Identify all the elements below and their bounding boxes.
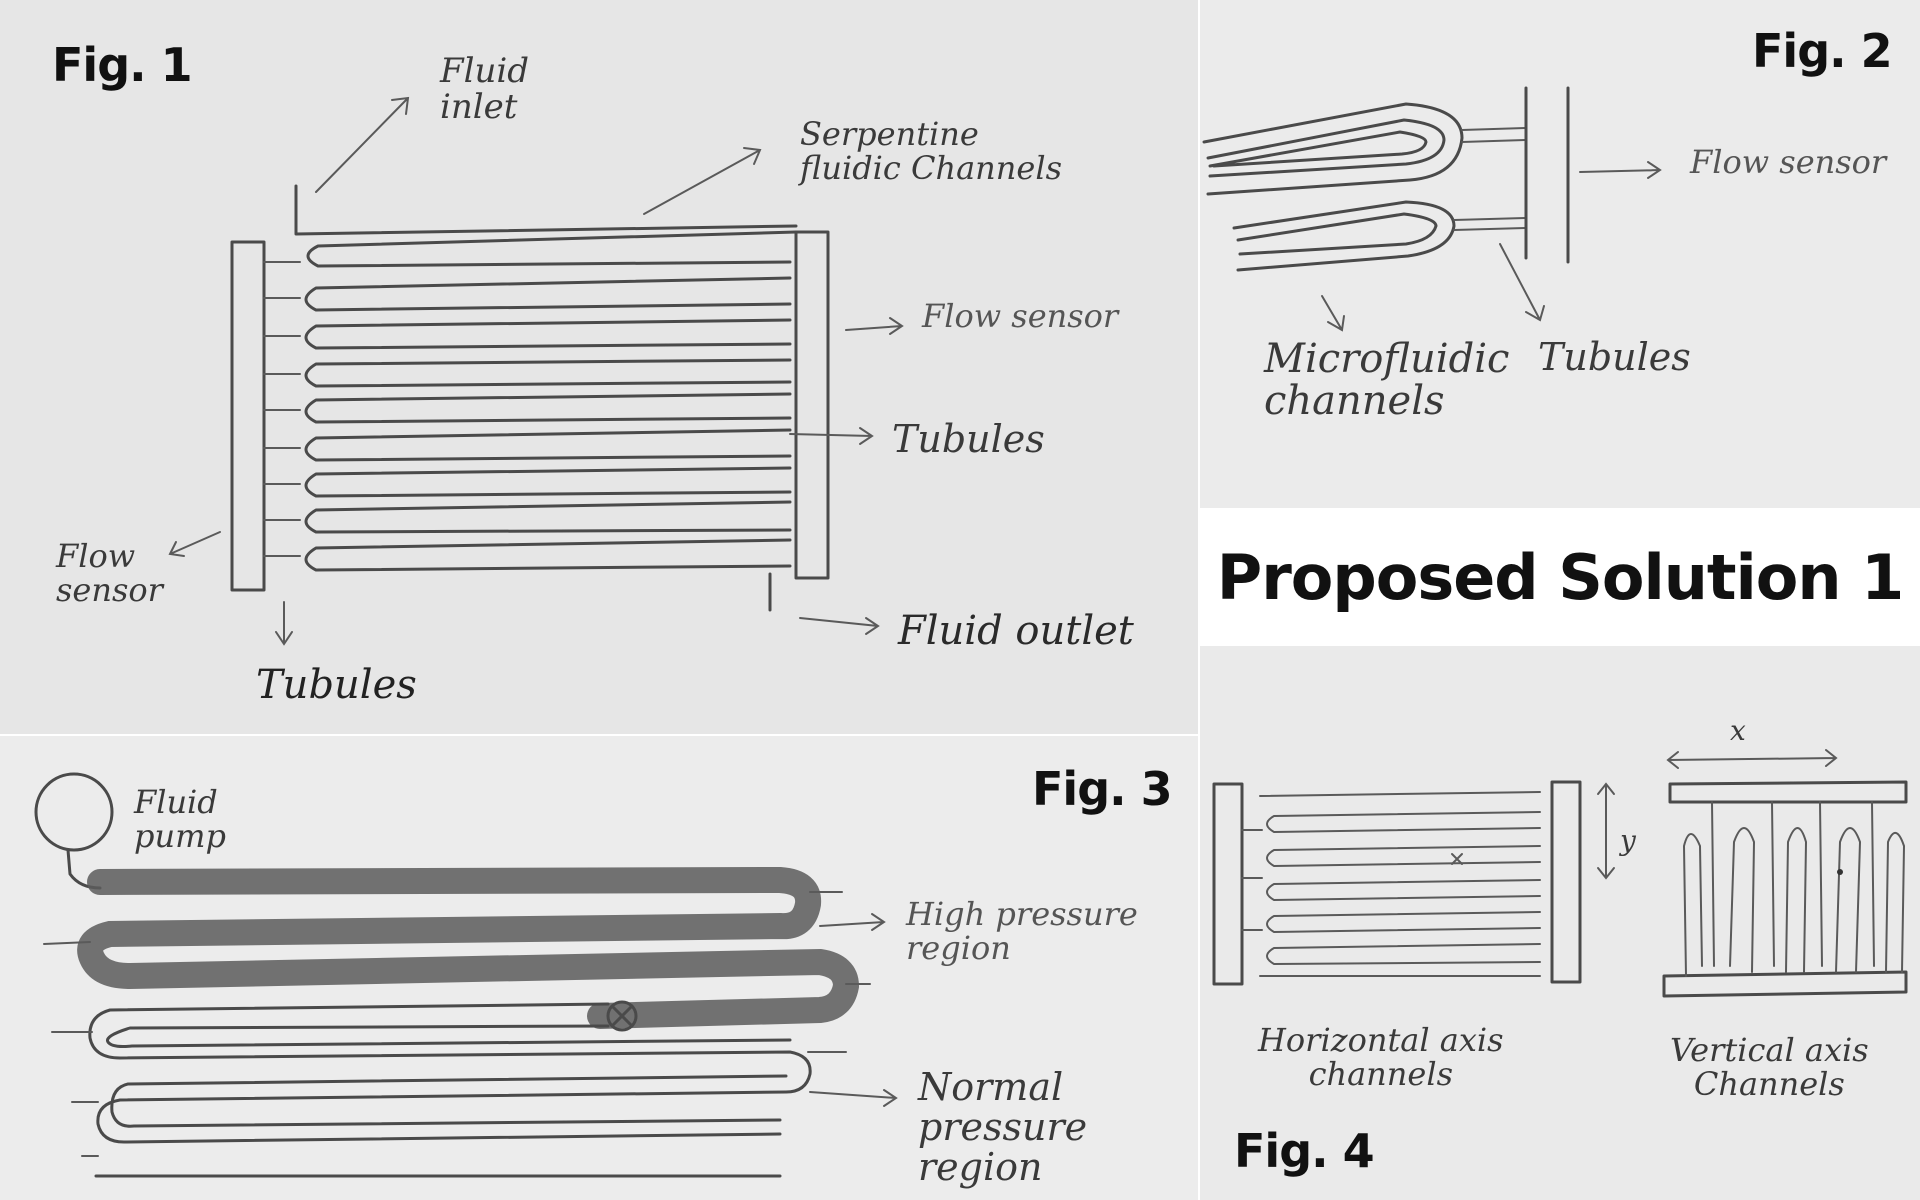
page-title: Proposed Solution 1: [1216, 540, 1905, 614]
fig1-left-manifold: [230, 240, 266, 592]
figure-4-panel: x y Horizontal axis channels Vertical ax…: [1200, 646, 1920, 1200]
fig3-high-pressure-label: High pressure region: [906, 895, 1138, 967]
fig3-normal-pressure-label: Normal pressure region: [918, 1065, 1088, 1189]
fig4-vertical-loops: [1682, 801, 1906, 977]
fig4-left-manifold: [1212, 782, 1244, 986]
fig4-vertical-channels: [1662, 780, 1908, 998]
fig4-marker-x: [1451, 853, 1463, 865]
fig4-horizontal-label: Horizontal axis channels: [1258, 1021, 1504, 1093]
fig4-dim-x-label: x: [1730, 714, 1746, 747]
figure-2-panel: Fig. 2 Flow sensor Microfluidic channels…: [1200, 0, 1920, 508]
fig1-serpentine-diagram: [168, 96, 904, 646]
fig4-dim-y-label: y: [1620, 824, 1636, 857]
fig1-serpentine-label: Serpentine fluidic Channels: [800, 115, 1062, 187]
fig1-flow-sensor-left-label: Flow sensor: [56, 537, 163, 609]
fig1-right-manifold: [794, 230, 830, 580]
fig1-tubules-bottom-label: Tubules: [256, 662, 417, 708]
fig3-fluid-pump-label: Fluid pump: [134, 783, 226, 855]
fig4-marker-dot: [1837, 869, 1843, 875]
fig2-flow-sensor-label: Flow sensor: [1690, 143, 1887, 181]
fig2-label: Fig. 2: [1752, 24, 1893, 78]
fig1-fluid-outlet-label: Fluid outlet: [898, 608, 1134, 654]
fig1-fluid-inlet-label: Fluid inlet: [440, 51, 530, 127]
fig3-normal-pressure-channels: [88, 1002, 812, 1178]
fig1-arrows: [168, 96, 904, 646]
fig3-normal-tubules: [51, 1031, 847, 1157]
fig4-label: Fig. 4: [1234, 1124, 1375, 1178]
fig3-pressure-diagram: [34, 772, 898, 1178]
title-box: Proposed Solution 1: [1200, 510, 1920, 644]
fig2-tubules-label: Tubules: [1538, 335, 1691, 379]
fig3-pump-circle: [34, 772, 114, 852]
fig2-flow-sensor-bar: [1524, 86, 1570, 264]
fig3-arrows: [809, 913, 898, 1107]
fig1-serpentine-channels: [304, 230, 798, 572]
fig2-microfluidic-channels: [1202, 102, 1464, 272]
fig2-arrows: [1321, 161, 1662, 332]
fig4-x-dimension: [1666, 749, 1838, 769]
fig4-vertical-label: Vertical axis Channels: [1670, 1031, 1869, 1103]
fig1-inlet-pipe: [294, 184, 798, 236]
fig1-label: Fig. 1: [52, 38, 193, 92]
fig3-valve-icon: [606, 1000, 638, 1032]
fig3-label: Fig. 3: [1032, 762, 1173, 816]
fig2-tubules: [1453, 127, 1527, 231]
fig4-horizontal-channels: [1241, 791, 1541, 977]
fig2-microfluidic-label: Microfluidic channels: [1264, 336, 1510, 424]
fig1-left-tubules: [263, 261, 301, 557]
fig2-manifold-diagram: [1202, 86, 1662, 332]
fig4-axis-diagram: [1212, 749, 1908, 998]
figure-3-panel: Fig. 3: [0, 736, 1198, 1200]
figure-1-panel: Fig. 1: [0, 0, 1198, 734]
fig1-flow-sensor-label: Flow sensor: [922, 297, 1119, 335]
fig4-right-manifold: [1550, 780, 1582, 984]
fig4-y-dimension: [1597, 782, 1615, 880]
fig1-tubules-label: Tubules: [892, 417, 1045, 461]
fig3-high-pressure-channels: [43, 866, 871, 1029]
